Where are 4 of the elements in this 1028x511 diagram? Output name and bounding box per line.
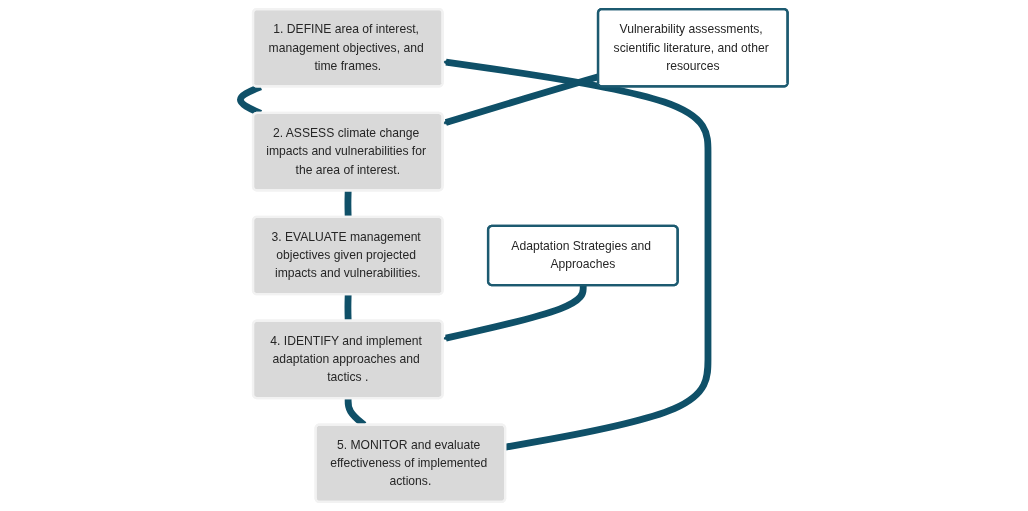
connector: [344, 293, 352, 323]
arrow: [442, 285, 587, 342]
connector: [344, 189, 352, 219]
arrow: [442, 58, 712, 451]
